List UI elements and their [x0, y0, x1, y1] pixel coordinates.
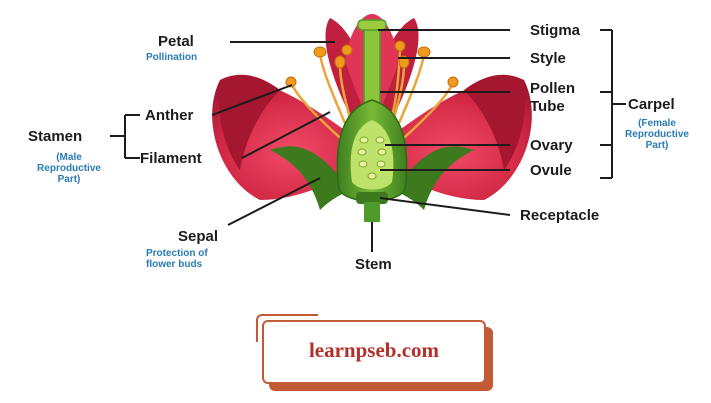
label-ovary: Ovary [530, 137, 573, 154]
pollen-tube-line-2: Tube [530, 98, 565, 115]
label-stigma: Stigma [530, 22, 581, 39]
stigma [357, 19, 387, 31]
label-stem: Stem [355, 256, 392, 273]
sepal-left [270, 146, 350, 210]
label-sepal: Sepal [178, 228, 219, 245]
leader-lines [110, 29, 626, 252]
anthers [285, 40, 459, 88]
watermark-box: learnpseb.com [256, 314, 486, 384]
label-anther: Anther [145, 107, 194, 124]
label-petal: Petal [158, 33, 194, 50]
watermark-text: learnpseb.com [308, 338, 440, 362]
carpel-desc-line-1: (Female [638, 118, 676, 129]
pollen-tube-line-1: Pollen [530, 80, 576, 97]
carpel-desc-line-3: Part) [645, 140, 669, 151]
petal-left-fold [218, 74, 280, 170]
stem [364, 202, 380, 222]
flower-illustration [110, 14, 626, 252]
label-receptacle: Receptacle [520, 207, 600, 224]
label-carpel: Carpel [628, 96, 675, 113]
label-stamen-desc: (Male Reproductive Part) [30, 152, 108, 185]
label-stamen: Stamen [28, 128, 83, 145]
sepal-desc-line-1: Protection of [146, 248, 208, 259]
ovules [357, 136, 387, 180]
label-style: Style [530, 50, 566, 67]
label-pollen-tube: Pollen Tube [530, 80, 575, 116]
petal-right-fold [464, 74, 526, 170]
carpel-desc-line-2: Reproductive [625, 129, 689, 140]
sepal-desc-line-2: flower buds [146, 259, 203, 270]
sepal-right [394, 146, 474, 210]
stamen-desc-line-3: Part) [57, 174, 81, 185]
label-pollination: Pollination [146, 52, 198, 63]
label-carpel-desc: (Female Reproductive Part) [614, 118, 700, 151]
label-ovule: Ovule [530, 162, 572, 179]
label-sepal-desc: Protection of flower buds [146, 248, 208, 270]
stamen-desc-line-2: Reproductive [37, 163, 101, 174]
stamen-desc-line-1: (Male [56, 152, 82, 163]
receptacle [356, 192, 388, 204]
label-filament: Filament [140, 150, 202, 167]
